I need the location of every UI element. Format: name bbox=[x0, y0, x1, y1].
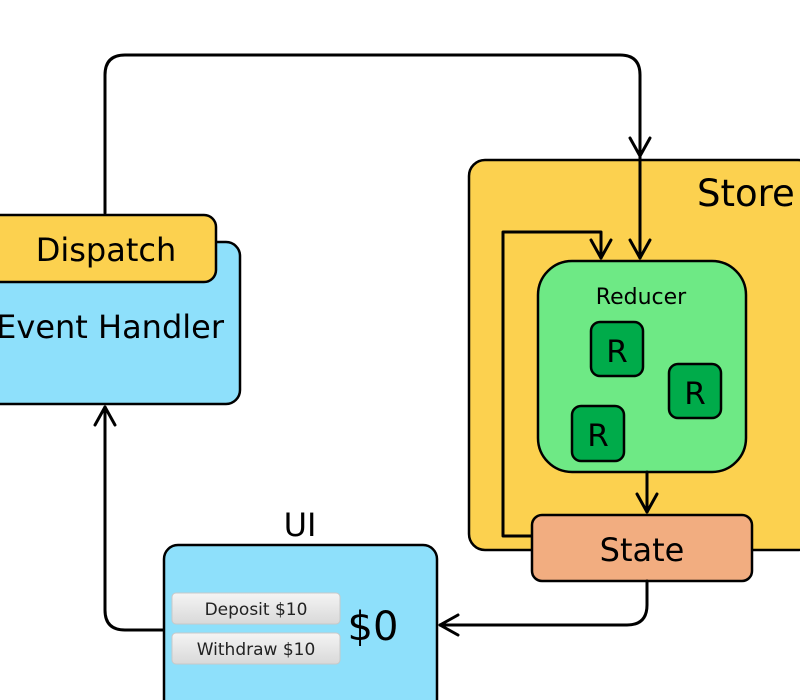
svg-text:R: R bbox=[684, 376, 706, 412]
arrowhead-event-handler bbox=[93, 405, 117, 427]
event-handler-label: Event Handler bbox=[0, 308, 225, 346]
deposit-button[interactable]: Deposit $10 bbox=[171, 592, 341, 625]
svg-text:Withdraw $10: Withdraw $10 bbox=[197, 640, 316, 660]
reducer-item: R bbox=[589, 320, 645, 378]
dispatch-box bbox=[0, 213, 218, 284]
dispatch-to-store-arrow bbox=[103, 53, 642, 260]
state-to-reducer-loop-arrow bbox=[501, 230, 603, 538]
reducer-item: R bbox=[667, 362, 723, 420]
arrowhead-state bbox=[635, 492, 659, 514]
svg-text:R: R bbox=[587, 418, 609, 454]
arrowhead-ui bbox=[438, 613, 460, 637]
arrowhead-store-entry bbox=[628, 136, 652, 158]
state-to-ui-arrow bbox=[438, 579, 649, 627]
svg-text:Deposit $10: Deposit $10 bbox=[205, 600, 308, 620]
reducer-label: Reducer bbox=[596, 285, 687, 310]
ui-label: UI bbox=[284, 506, 317, 544]
state-label: State bbox=[600, 531, 685, 569]
ui-to-event-handler-arrow bbox=[103, 405, 166, 632]
arrowhead-reducer-entry bbox=[628, 238, 652, 260]
withdraw-button[interactable]: Withdraw $10 bbox=[171, 632, 341, 665]
dispatch-label: Dispatch bbox=[36, 231, 177, 269]
state-box bbox=[530, 513, 754, 583]
store-label: Store bbox=[697, 172, 795, 215]
svg-text:R: R bbox=[606, 334, 628, 370]
reducer-item: R bbox=[570, 404, 626, 463]
balance-display: $0 bbox=[348, 604, 399, 650]
arrowhead-loop bbox=[589, 238, 613, 260]
